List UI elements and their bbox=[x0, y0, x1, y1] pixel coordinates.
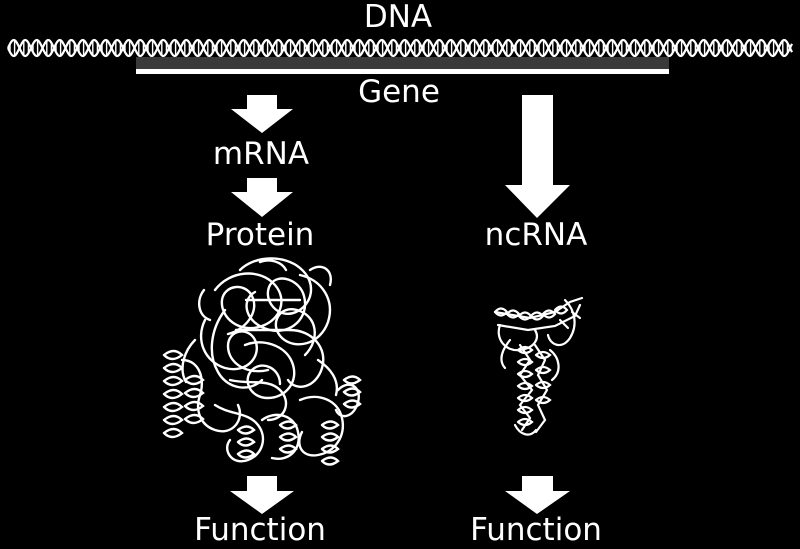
gene-to-mrna-arrow-icon bbox=[231, 95, 293, 133]
ncrna-structure-icon bbox=[493, 296, 584, 436]
function-left-label: Function bbox=[194, 512, 326, 548]
mrna-label: mRNA bbox=[212, 136, 310, 172]
gene-label: Gene bbox=[358, 74, 440, 110]
gene-bar bbox=[136, 57, 669, 74]
function-right-label: Function bbox=[470, 512, 602, 548]
dna-label: DNA bbox=[363, 0, 433, 35]
dna-helix-icon bbox=[7, 38, 793, 58]
protein-to-function-arrow-icon bbox=[230, 476, 294, 514]
mrna-to-protein-arrow-icon bbox=[231, 178, 293, 217]
gene-to-ncrna-arrow-icon bbox=[505, 95, 570, 218]
protein-label: Protein bbox=[205, 217, 315, 253]
ncrna-to-function-arrow-icon bbox=[505, 476, 570, 514]
ncrna-label: ncRNA bbox=[484, 217, 588, 253]
protein-structure-icon bbox=[162, 257, 362, 466]
